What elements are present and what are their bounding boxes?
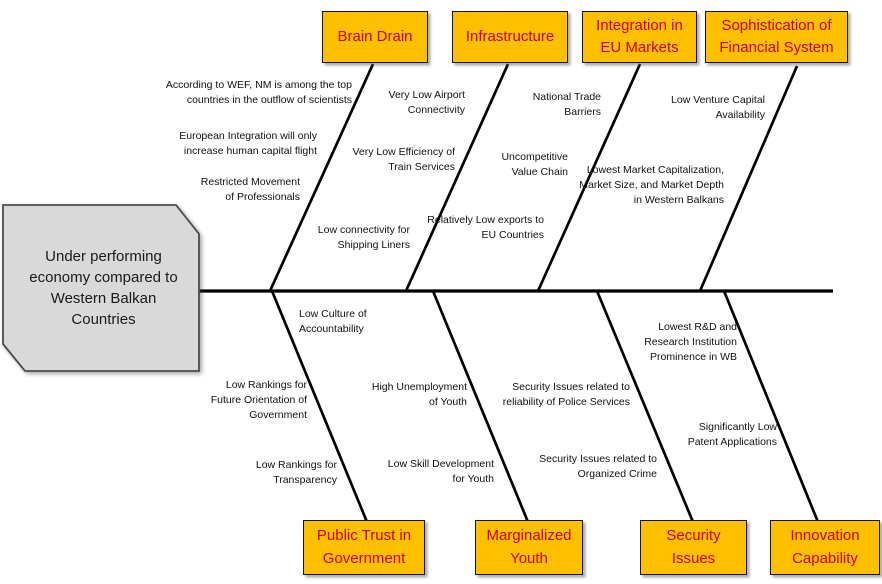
bone-integration-eu-markets (536, 63, 642, 292)
bone-innovation-capability (722, 290, 820, 523)
cause-infrastructure-1: Very Low Airport Connectivity (388, 89, 465, 116)
cause-public-trust-3: Low Rankings for Transparency (255, 459, 337, 486)
category-label: Security Issues (666, 527, 721, 567)
cause-integration-2: Uncompetitive Value Chain (501, 151, 568, 178)
category-box-innovation-capability: Innovation Capability (770, 520, 880, 575)
category-box-integration-eu-markets: Integration in EU Markets (582, 11, 697, 63)
cause-sophistication-2: Lowest Market Capitalization, Market Siz… (579, 164, 724, 206)
cause-security-2: Security Issues related to Organized Cri… (539, 453, 657, 480)
category-box-marginalized-youth: Marginalized Youth (475, 520, 583, 575)
problem-head-shape (2, 204, 200, 372)
cause-marginalized-youth-2: Low Skill Development for Youth (387, 458, 494, 485)
category-label: Innovation Capability (790, 527, 860, 567)
cause-infrastructure-3: Low connectivity for Shipping Liners (317, 224, 410, 251)
bone-brain-drain (268, 63, 375, 292)
cause-public-trust-1: Low Culture of Accountability (299, 308, 367, 335)
category-label: Infrastructure (465, 27, 555, 45)
cause-integration-1: National Trade Barriers (532, 91, 601, 118)
bone-marginalized-youth (431, 290, 530, 523)
cause-brain-drain-2: European Integration will only increase … (179, 130, 317, 157)
category-box-brain-drain: Brain Drain (322, 11, 428, 63)
category-box-sophistication-financial-system: Sophistication of Financial System (705, 11, 848, 63)
cause-integration-3: Relatively Low exports to EU Countries (427, 214, 544, 241)
problem-statement: Under performing economy compared to Wes… (8, 205, 199, 371)
bone-security-issues (595, 290, 695, 523)
bone-sophistication-financial-system (698, 65, 799, 292)
category-box-security-issues: Security Issues (640, 520, 747, 575)
category-box-infrastructure: Infrastructure (452, 11, 568, 63)
bone-infrastructure (404, 63, 510, 292)
category-label: Integration in EU Markets (596, 16, 683, 57)
category-label: Brain Drain (337, 27, 413, 45)
cause-public-trust-2: Low Rankings for Future Orientation of G… (210, 379, 307, 421)
category-label: Marginalized Youth (486, 527, 572, 567)
cause-brain-drain-3: Restricted Movement of Professionals (200, 176, 300, 203)
cause-sophistication-1: Low Venture Capital Availability (671, 94, 765, 121)
bone-public-trust-government (270, 290, 369, 523)
cause-innovation-2: Significantly Low Patent Applications (687, 421, 777, 448)
cause-innovation-1: Lowest R&D and Research Institution Prom… (644, 321, 737, 363)
category-box-public-trust-government: Public Trust in Government (303, 520, 425, 575)
problem-statement-text: Under performing economy compared to Wes… (29, 248, 178, 328)
cause-security-1: Security Issues related to reliability o… (502, 381, 630, 408)
cause-brain-drain-1: According to WEF, NM is among the top co… (165, 79, 352, 106)
cause-marginalized-youth-1: High Unemployment of Youth (371, 381, 467, 408)
category-label: Sophistication of Financial System (719, 16, 834, 57)
category-label: Public Trust in Government (316, 527, 412, 567)
cause-infrastructure-2: Very Low Efficiency of Train Services (352, 146, 455, 173)
